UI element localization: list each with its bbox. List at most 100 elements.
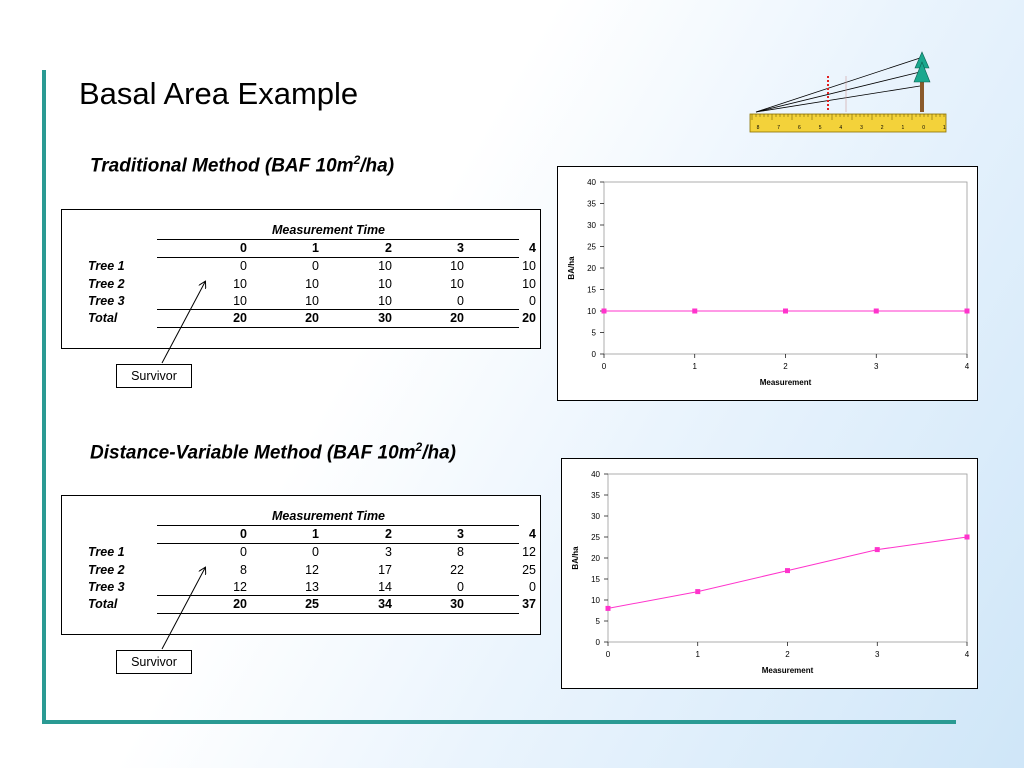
y-tick-label: 35 — [587, 200, 596, 209]
data-point — [601, 308, 607, 314]
table-cell: 0 — [312, 545, 319, 559]
table-row-label: Tree 2 — [88, 277, 125, 291]
sight-line-bottom — [755, 85, 921, 113]
table-total-cell: 25 — [305, 597, 319, 611]
data-point — [695, 589, 701, 595]
y-tick-label: 25 — [591, 533, 600, 542]
data-point — [964, 534, 970, 540]
y-tick-label: 20 — [591, 554, 600, 563]
table-total-cell: 30 — [450, 597, 464, 611]
table-cell: 10 — [378, 294, 392, 308]
table-cell: 10 — [305, 277, 319, 291]
table-total-cell: 30 — [378, 311, 392, 325]
y-tick-label: 10 — [591, 596, 600, 605]
table-cell: 10 — [378, 277, 392, 291]
table-column-header: 2 — [385, 527, 392, 541]
table-rule-bottom — [157, 327, 519, 328]
ruler-mark-label: 3 — [860, 125, 863, 131]
data-point — [785, 568, 790, 574]
sight-line-middle — [755, 71, 921, 113]
table-cell: 22 — [450, 563, 464, 577]
table-cell: 12 — [522, 545, 536, 559]
table-row-label: Tree 1 — [88, 545, 125, 559]
table-total-cell: 34 — [378, 597, 392, 611]
section-2-subtitle-sup: 2 — [415, 440, 423, 454]
plot-area — [603, 181, 968, 355]
data-point — [873, 308, 879, 314]
table-rule-top — [157, 239, 519, 240]
x-tick-label: 0 — [606, 650, 611, 659]
table-cell: 13 — [305, 580, 319, 594]
table-cell: 12 — [305, 563, 319, 577]
table-cell: 0 — [457, 580, 464, 594]
section-1-subtitle-tail: /ha) — [360, 155, 395, 177]
table-rule-bottom — [157, 613, 519, 614]
sight-line-top — [755, 57, 921, 113]
x-tick-label: 0 — [602, 362, 607, 371]
ruler-mark-label: 5 — [819, 125, 822, 131]
section-2-subtitle-tail: /ha) — [422, 442, 457, 464]
table-cell: 10 — [522, 259, 536, 273]
x-axis-label: Measurement — [760, 378, 812, 387]
table-cell: 10 — [378, 259, 392, 273]
table-cell: 0 — [529, 294, 536, 308]
table-row-label: Tree 1 — [88, 259, 125, 273]
table-total-cell: 20 — [305, 311, 319, 325]
x-tick-label: 1 — [696, 650, 701, 659]
data-point — [874, 547, 880, 553]
x-tick-label: 2 — [783, 362, 788, 371]
table-cell: 8 — [240, 563, 247, 577]
table-total-label: Total — [88, 597, 118, 611]
x-tick-label: 4 — [965, 650, 970, 659]
table-row-label: Tree 3 — [88, 294, 125, 308]
x-tick-label: 2 — [785, 650, 790, 659]
section-1-subtitle-sup: 2 — [353, 153, 361, 167]
y-tick-label: 15 — [587, 286, 596, 295]
y-axis-label: BA/ha — [567, 256, 576, 280]
table-rule-total — [157, 595, 519, 596]
y-tick-label: 30 — [587, 221, 596, 230]
table-cell: 10 — [233, 277, 247, 291]
y-tick-label: 15 — [591, 575, 600, 584]
y-tick-label: 0 — [592, 350, 597, 359]
x-tick-label: 4 — [965, 362, 970, 371]
data-point — [605, 605, 611, 611]
survivor-callout-2: Survivor — [116, 650, 192, 674]
survivor-callout-1: Survivor — [116, 364, 192, 388]
table-total-cell: 20 — [522, 311, 536, 325]
table-cell: 8 — [457, 545, 464, 559]
table-cell: 0 — [529, 580, 536, 594]
table-cell: 0 — [240, 545, 247, 559]
ruler-mark-label: 8 — [757, 125, 760, 131]
tree-icon — [913, 51, 931, 112]
ruler-mark-label: 1 — [902, 125, 905, 131]
y-tick-label: 5 — [596, 617, 601, 626]
ruler-mark-label: 7 — [777, 125, 780, 131]
data-point — [692, 308, 698, 314]
plot-area — [607, 473, 968, 643]
table-rule-top — [157, 525, 519, 526]
data-point — [964, 308, 970, 314]
table-rule-header — [157, 543, 519, 544]
ruler-mark-label: 4 — [839, 125, 842, 131]
table-column-header: 4 — [529, 241, 536, 255]
table-cell: 10 — [450, 277, 464, 291]
y-tick-label: 5 — [592, 329, 597, 338]
y-tick-label: 40 — [587, 178, 596, 187]
ruler-mark-label: 6 — [798, 125, 801, 131]
table-column-header: 0 — [240, 241, 247, 255]
table-column-header: 4 — [529, 527, 536, 541]
x-tick-label: 3 — [875, 650, 880, 659]
table-total-cell: 20 — [450, 311, 464, 325]
x-axis-label: Measurement — [762, 666, 814, 675]
section-1-subtitle: Traditional Method (BAF 10m2/ha) — [90, 153, 394, 177]
table-column-header: 1 — [312, 527, 319, 541]
slide-frame-bottom — [42, 720, 956, 724]
y-tick-label: 30 — [591, 512, 600, 521]
